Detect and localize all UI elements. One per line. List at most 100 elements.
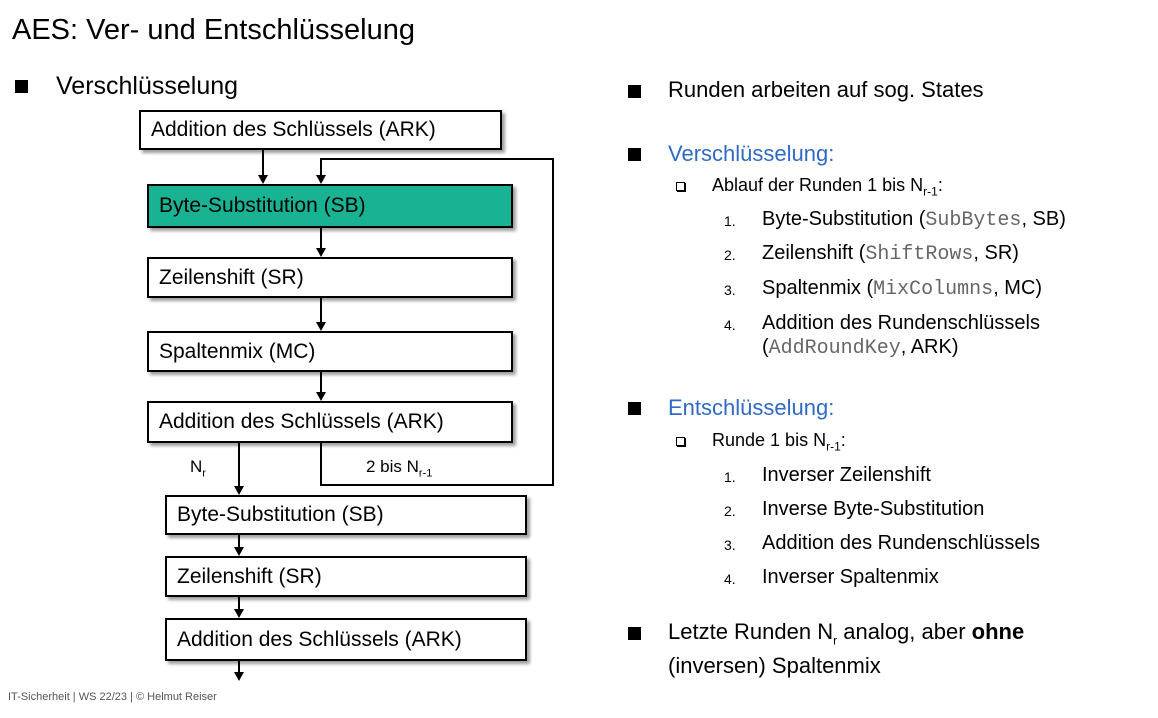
list-number: 4. <box>724 317 736 333</box>
item-text: , SB) <box>1021 208 1066 230</box>
last-text: Letzte Runden N <box>668 619 834 644</box>
decryption-rounds-line: Runde 1 bis Nr-1: <box>712 430 846 454</box>
arrow-down-icon <box>316 392 326 401</box>
loop-line <box>552 158 554 486</box>
dec-sub-suffix: : <box>840 430 846 450</box>
flow-connector <box>320 298 322 323</box>
footer: IT-Sicherheit | WS 22/23 | © Helmut Reis… <box>8 691 217 703</box>
flow-box-label: Byte-Substitution (SB) <box>177 503 384 526</box>
label-nr-sub: r <box>202 467 206 480</box>
arrow-down-icon <box>234 486 244 495</box>
arrow-down-icon <box>234 672 244 681</box>
label-loop-sub: r-1 <box>418 467 433 480</box>
list-item: Byte-Substitution (SubBytes, SB) <box>762 207 1066 233</box>
checkbox-bullet-icon <box>676 182 685 191</box>
item-text: , MC) <box>993 277 1043 299</box>
list-number: 1. <box>724 213 736 229</box>
decryption-section-heading: Entschlüsselung: <box>668 395 835 420</box>
flow-connector <box>238 443 240 487</box>
list-number: 2. <box>724 247 736 263</box>
list-item: Inverser Spaltenmix <box>762 566 939 588</box>
item-text: , SR) <box>973 242 1019 264</box>
item-text: ( <box>762 336 769 358</box>
flow-connector <box>238 597 240 610</box>
arrow-down-icon <box>316 248 326 257</box>
list-item: Addition des Rundenschlüssels <box>762 532 1040 554</box>
item-text: Spaltenmix ( <box>762 277 874 299</box>
bullet-square-icon <box>628 148 641 161</box>
item-code: ShiftRows <box>865 243 974 266</box>
flow-box-label: Addition des Schlüssels (ARK) <box>151 118 436 141</box>
item-text: Zeilenshift ( <box>762 242 866 264</box>
loop-line <box>320 158 554 160</box>
label-nr-text: N <box>190 457 203 476</box>
label-loop: 2 bis Nr-1 <box>366 457 432 479</box>
flow-box-label: Spaltenmix (MC) <box>159 339 316 363</box>
flow-connector <box>320 372 322 393</box>
item-text: Byte-Substitution ( <box>762 208 926 230</box>
encryption-rounds-line: Ablauf der Runden 1 bis Nr-1: <box>712 175 943 199</box>
flow-box-ark-round: Addition des Schlüssels (ARK) <box>147 401 513 443</box>
bullet-square-icon <box>628 627 641 640</box>
label-loop-text: 2 bis N <box>366 457 419 476</box>
enc-sub-sub: r-1 <box>923 184 938 199</box>
bullet-square-icon <box>628 85 641 98</box>
flow-box-mixcolumns: Spaltenmix (MC) <box>147 331 513 372</box>
encryption-heading: Verschlüsselung <box>56 72 239 100</box>
list-item: Addition des Rundenschlüssels(AddRoundKe… <box>762 311 1040 361</box>
list-number: 3. <box>724 537 736 553</box>
arrow-down-icon <box>316 322 326 331</box>
bullet-states: Runden arbeiten auf sog. States <box>668 77 984 102</box>
dec-sub-text: Runde 1 bis N <box>712 430 827 450</box>
arrow-down-icon <box>234 609 244 618</box>
arrow-down-icon <box>316 175 326 184</box>
arrow-down-icon <box>258 175 268 184</box>
list-item: Inverse Byte-Substitution <box>762 498 985 520</box>
list-number: 3. <box>724 282 736 298</box>
flow-connector <box>262 150 264 176</box>
loop-line <box>320 484 553 486</box>
flow-box-label: Byte-Substitution (SB) <box>159 194 366 217</box>
flow-box-label: Addition des Schlüssels (ARK) <box>159 410 444 433</box>
dec-sub-sub: r-1 <box>826 439 841 454</box>
enc-sub-text: Ablauf der Runden 1 bis N <box>712 175 924 195</box>
flow-box-shiftrows: Zeilenshift (SR) <box>147 257 513 298</box>
item-code: AddRoundKey <box>768 337 901 360</box>
loop-line <box>320 158 322 176</box>
flow-connector <box>320 228 322 249</box>
list-item: Inverser Zeilenshift <box>762 464 931 486</box>
loop-line <box>320 443 322 485</box>
flow-connector <box>238 535 240 548</box>
last-sub: r <box>833 633 838 648</box>
flow-connector <box>238 661 240 673</box>
item-text: , ARK) <box>900 336 959 358</box>
flow-box-byte-substitution: Byte-Substitution (SB) <box>147 184 513 228</box>
last-text: (inversen) Spaltenmix <box>668 653 881 679</box>
list-number: 4. <box>724 571 736 587</box>
page-title: AES: Ver- und Entschlüsselung <box>12 14 416 46</box>
flow-box-shiftrows-final: Zeilenshift (SR) <box>165 556 527 597</box>
bullet-square-icon <box>15 80 28 93</box>
last-text: analog, aber <box>837 619 972 644</box>
flow-box-label: Zeilenshift (SR) <box>159 265 304 289</box>
list-item: Zeilenshift (ShiftRows, SR) <box>762 241 1019 267</box>
arrow-down-icon <box>234 547 244 556</box>
item-code: SubBytes <box>925 209 1022 232</box>
list-number: 1. <box>724 469 736 485</box>
flow-box-ark-final: Addition des Schlüssels (ARK) <box>165 618 527 661</box>
label-nr: Nr <box>190 457 206 479</box>
last-bold: ohne <box>971 619 1025 644</box>
list-number: 2. <box>724 503 736 519</box>
list-item: Spaltenmix (MixColumns, MC) <box>762 276 1042 302</box>
flow-box-ark-initial: Addition des Schlüssels (ARK) <box>139 110 502 150</box>
last-round-note: Letzte Runden Nr analog, aber ohne (inver… <box>668 619 1024 679</box>
encryption-section-heading: Verschlüsselung: <box>668 141 835 166</box>
enc-sub-suffix: : <box>937 175 943 195</box>
item-text: Addition des Rundenschlüssels <box>762 312 1040 334</box>
flow-box-label: Zeilenshift (SR) <box>177 564 322 588</box>
flow-box-label: Addition des Schlüssels (ARK) <box>177 627 462 651</box>
flow-box-byte-substitution-final: Byte-Substitution (SB) <box>165 495 527 535</box>
checkbox-bullet-icon <box>676 437 685 446</box>
item-code: MixColumns <box>873 278 994 301</box>
bullet-square-icon <box>628 402 641 415</box>
